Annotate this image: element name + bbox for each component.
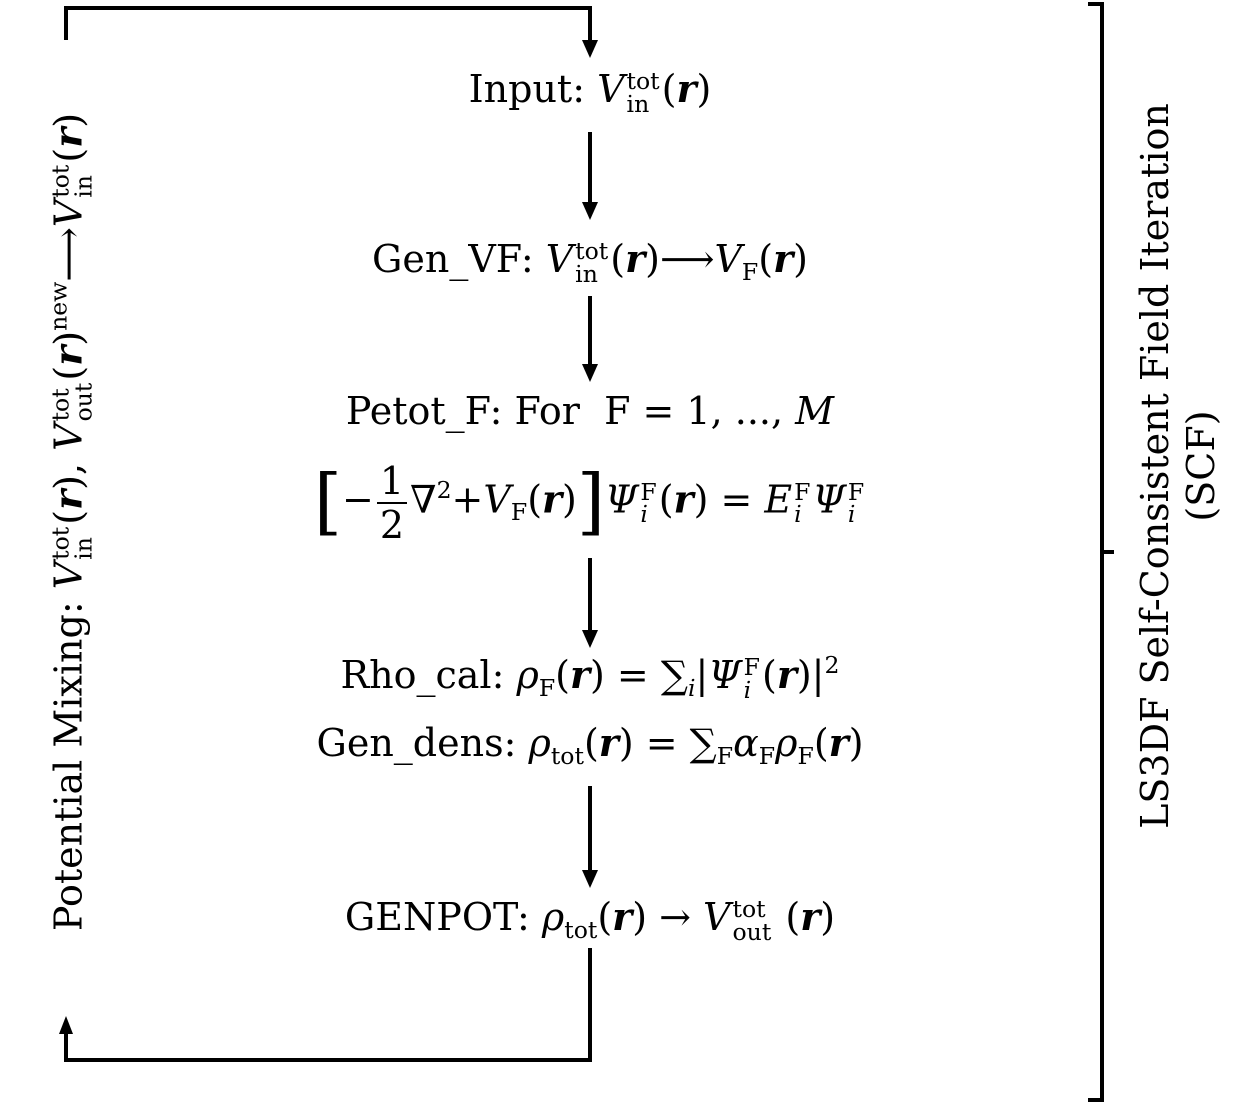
sub-F: F <box>538 673 556 702</box>
symbol-alpha: α <box>733 721 759 765</box>
arrowhead-petot-to-rho <box>582 630 598 648</box>
step-rho-cal-label: Rho_cal: <box>340 653 505 697</box>
symbol-V: V <box>46 199 91 228</box>
sup-tot: tot <box>626 67 660 96</box>
sup-tot: tot <box>732 895 766 924</box>
symbol-r: r <box>673 476 694 522</box>
symbol-rho: ρ <box>541 895 565 939</box>
step-gen-dens-label: Gen_dens: <box>316 721 517 765</box>
sub-F: F <box>741 257 759 286</box>
symbol-r: r <box>45 127 91 148</box>
feedback-loop-line <box>64 948 592 1062</box>
arrow-glyph: ⟶ <box>46 227 91 282</box>
potential-mixing-text: Potential Mixing: <box>46 601 91 932</box>
scf-label-line1: LS3DF Self-Consistent Field Iteration <box>1133 103 1177 829</box>
step-input-label: Input: <box>468 67 585 111</box>
arrowhead-dens-to-genpot <box>582 870 598 888</box>
symbol-r: r <box>45 345 91 366</box>
scf-bracket <box>1088 2 1104 1102</box>
arrow-glyph: → <box>659 895 691 939</box>
symbol-r: r <box>773 236 794 281</box>
sub-in: in <box>69 537 98 560</box>
symbol-r: r <box>45 489 91 510</box>
symbol-V: V <box>597 67 625 111</box>
sub-F: F <box>716 741 734 770</box>
sup-F: F <box>640 477 657 506</box>
sub-out: out <box>69 382 98 422</box>
sub-i: i <box>687 673 696 702</box>
step-gen-vf-label: Gen_VF: <box>372 237 534 281</box>
sum-symbol: ∑ <box>689 721 717 765</box>
sub-i: i <box>640 500 648 528</box>
symbol-psi: Ψ <box>708 653 742 697</box>
symbol-r: r <box>612 894 633 939</box>
symbol-r: r <box>598 720 619 765</box>
sub-out: out <box>732 917 772 946</box>
arrow-into-input <box>582 40 598 58</box>
symbol-rho: ρ <box>528 721 551 765</box>
step-petot-f-range: F = 1, ..., <box>604 389 796 433</box>
symbol-V: V <box>483 477 511 522</box>
symbol-r: r <box>776 652 797 697</box>
arrowhead-input-to-genvf <box>582 202 598 220</box>
symbol-psi: Ψ <box>812 477 846 522</box>
feedback-top-line <box>64 6 592 42</box>
sup-tot: tot <box>575 237 609 266</box>
symbol-V: V <box>545 237 574 281</box>
sub-F: F <box>797 741 814 770</box>
symbol-r: r <box>625 236 646 281</box>
sub-tot: tot <box>564 915 598 944</box>
sub-F: F <box>510 498 528 527</box>
sub-i: i <box>847 500 856 528</box>
sum-symbol: ∑ <box>660 653 688 697</box>
symbol-V: V <box>46 561 91 590</box>
sub-in: in <box>69 175 98 198</box>
symbol-V: V <box>703 895 731 939</box>
symbol-rho: ρ <box>775 721 798 765</box>
symbol-r: r <box>569 652 591 697</box>
sub-in: in <box>626 89 650 118</box>
sup-F: F <box>847 477 865 506</box>
symbol-r: r <box>676 66 697 111</box>
nabla-symbol: ∇ <box>410 477 437 522</box>
step-petot-f-label: Petot_F: For <box>345 389 580 433</box>
arrow-glyph: ⟶ <box>659 237 715 281</box>
symbol-psi: Ψ <box>605 477 639 522</box>
feedback-arrowhead-up <box>59 1016 73 1034</box>
symbol-V: V <box>714 237 742 281</box>
sub-tot: tot <box>550 741 584 770</box>
arrowhead-genvf-to-petot <box>582 364 598 382</box>
symbol-r: r <box>828 720 849 765</box>
sub-F: F <box>758 741 776 770</box>
symbol-r: r <box>800 894 821 939</box>
sub-i: i <box>743 675 752 704</box>
sub-in: in <box>575 259 598 288</box>
symbol-E: E <box>764 477 793 522</box>
scf-label-line2: (SCF) <box>1179 410 1223 522</box>
step-genpot-label: GENPOT: <box>344 895 530 939</box>
symbol-V: V <box>46 423 91 451</box>
scf-bracket-label: LS3DF Self-Consistent Field Iteration (S… <box>1133 103 1223 829</box>
step-gen-dens: Gen_dens: ρtot(r) = ∑FαFρF(r) <box>316 720 864 770</box>
sup-F: F <box>794 477 811 506</box>
sup-new: new <box>44 281 73 331</box>
step-petot-f: Petot_F: For F = 1, ..., M <box>180 392 1000 430</box>
symbol-r: r <box>542 476 563 522</box>
step-petot-f-range-end: M <box>795 389 835 433</box>
sub-i: i <box>794 500 802 528</box>
sup-F: F <box>743 653 760 682</box>
symbol-rho: ρ <box>516 653 539 697</box>
